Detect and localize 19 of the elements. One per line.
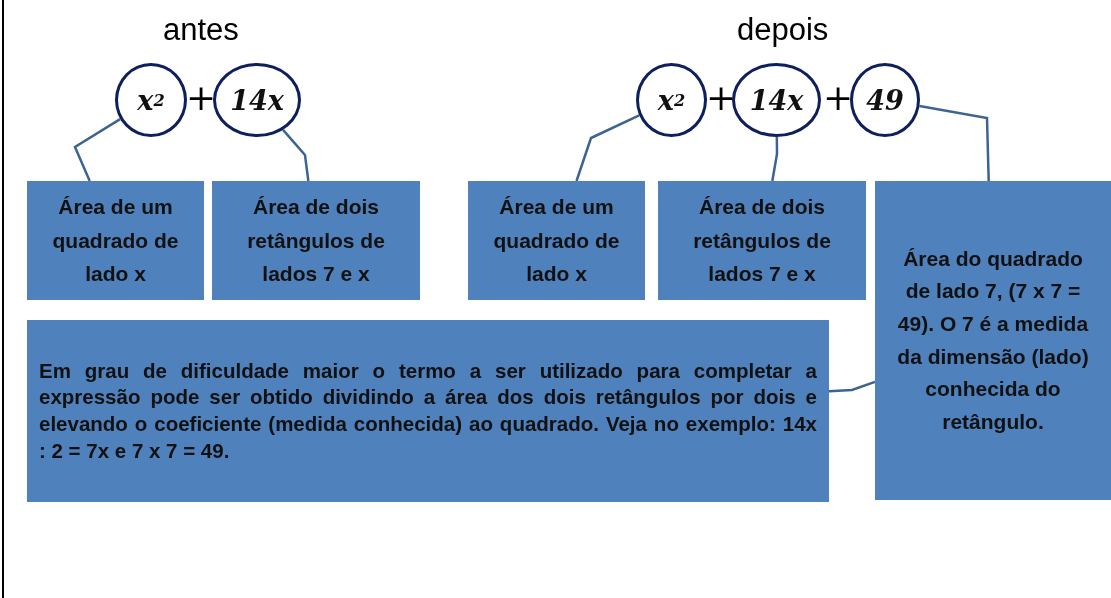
term-circle: 49: [850, 63, 920, 137]
section-title: depois: [737, 12, 829, 48]
section-title: antes: [163, 12, 239, 48]
leader-line: [771, 137, 779, 182]
text-box: Área de um quadrado de lado x: [27, 181, 204, 300]
text-box: Área de um quadrado de lado x: [468, 181, 645, 300]
text-box: Em grau de dificuldade maior o termo a ser utilizado para completar a expressão pode ser obtido dividindo a área dos dois retângulos por dois e elevando o coeficiente (medida conhecida) ao quadrado. Veja no exemplo: 14x : 2 = 7x e 7 x 7 = 49.: [27, 320, 829, 502]
term-circle: x$^{2}$: [115, 63, 187, 137]
leader-line: [919, 104, 990, 182]
leader-line: [73, 118, 121, 182]
term-circle: 14x: [213, 63, 301, 137]
leader-line: [828, 380, 876, 393]
text-box: Área do quadrado de lado 7, (7 x 7 = 49). O 7 é a medida da dimensão (lado) conhecida do retângulo.: [875, 181, 1111, 500]
term-circle: 14x: [732, 63, 821, 137]
text-box: Área de dois retângulos de lados 7 e x: [658, 181, 866, 300]
text-box: Área de dois retângulos de lados 7 e x: [212, 181, 420, 300]
leader-line: [282, 129, 310, 182]
term-circle: x$^{2}$: [636, 63, 707, 137]
leader-line: [575, 114, 640, 182]
